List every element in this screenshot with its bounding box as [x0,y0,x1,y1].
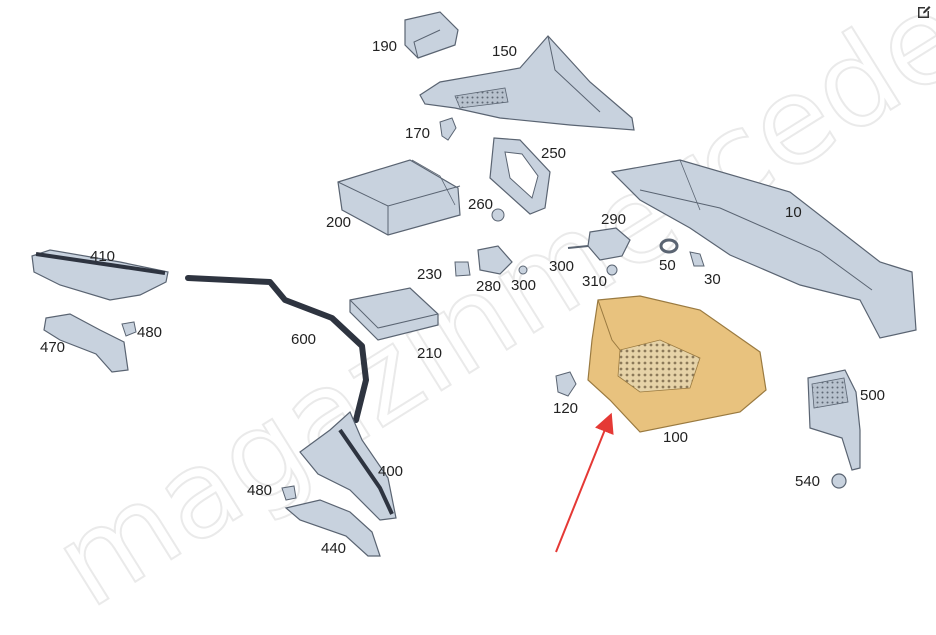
part-310[interactable] [606,264,618,276]
part-120[interactable] [555,371,577,397]
label-310[interactable]: 310 [582,273,607,290]
label-540[interactable]: 540 [795,473,820,490]
part-200[interactable] [337,159,461,236]
label-500[interactable]: 500 [860,387,885,404]
label-280[interactable]: 280 [476,278,501,295]
part-600[interactable] [185,275,369,423]
part-480-b[interactable] [281,485,297,501]
part-280[interactable] [477,245,513,275]
label-190[interactable]: 190 [372,38,397,55]
part-10[interactable] [610,159,917,339]
label-10[interactable]: 10 [785,204,802,221]
label-600[interactable]: 600 [291,331,316,348]
part-150[interactable] [419,35,635,131]
label-200[interactable]: 200 [326,214,351,231]
edit-icon [918,6,931,18]
label-250[interactable]: 250 [541,145,566,162]
label-230[interactable]: 230 [417,266,442,283]
label-470[interactable]: 470 [40,339,65,356]
label-210[interactable]: 210 [417,345,442,362]
label-150[interactable]: 150 [492,43,517,60]
part-50[interactable] [659,238,679,254]
edit-button[interactable] [914,2,934,22]
part-300-b[interactable] [518,265,528,275]
part-480-a[interactable] [121,321,137,337]
label-400[interactable]: 400 [378,463,403,480]
label-480-a[interactable]: 480 [137,324,162,341]
part-470[interactable] [43,313,129,373]
part-400[interactable] [299,410,397,521]
part-540[interactable] [831,473,847,489]
label-290[interactable]: 290 [601,211,626,228]
label-300-b[interactable]: 300 [511,277,536,294]
label-50[interactable]: 50 [659,257,676,274]
part-210[interactable] [349,287,439,341]
part-440[interactable] [284,499,381,557]
part-230[interactable] [454,261,471,277]
part-410[interactable] [31,249,169,301]
part-260[interactable] [491,208,505,222]
part-170[interactable] [439,117,457,141]
label-100[interactable]: 100 [663,429,688,446]
part-190[interactable] [404,11,459,59]
part-30[interactable] [689,251,705,267]
label-410[interactable]: 410 [90,248,115,265]
part-250[interactable] [489,137,551,215]
pointer-arrow [555,412,614,553]
label-260[interactable]: 260 [468,196,493,213]
part-100[interactable] [587,295,767,433]
label-480-b[interactable]: 480 [247,482,272,499]
part-500[interactable] [807,369,861,471]
label-120[interactable]: 120 [553,400,578,417]
label-170[interactable]: 170 [405,125,430,142]
label-30[interactable]: 30 [704,271,721,288]
part-290[interactable] [567,227,631,261]
label-300-a[interactable]: 300 [549,258,574,275]
label-440[interactable]: 440 [321,540,346,557]
